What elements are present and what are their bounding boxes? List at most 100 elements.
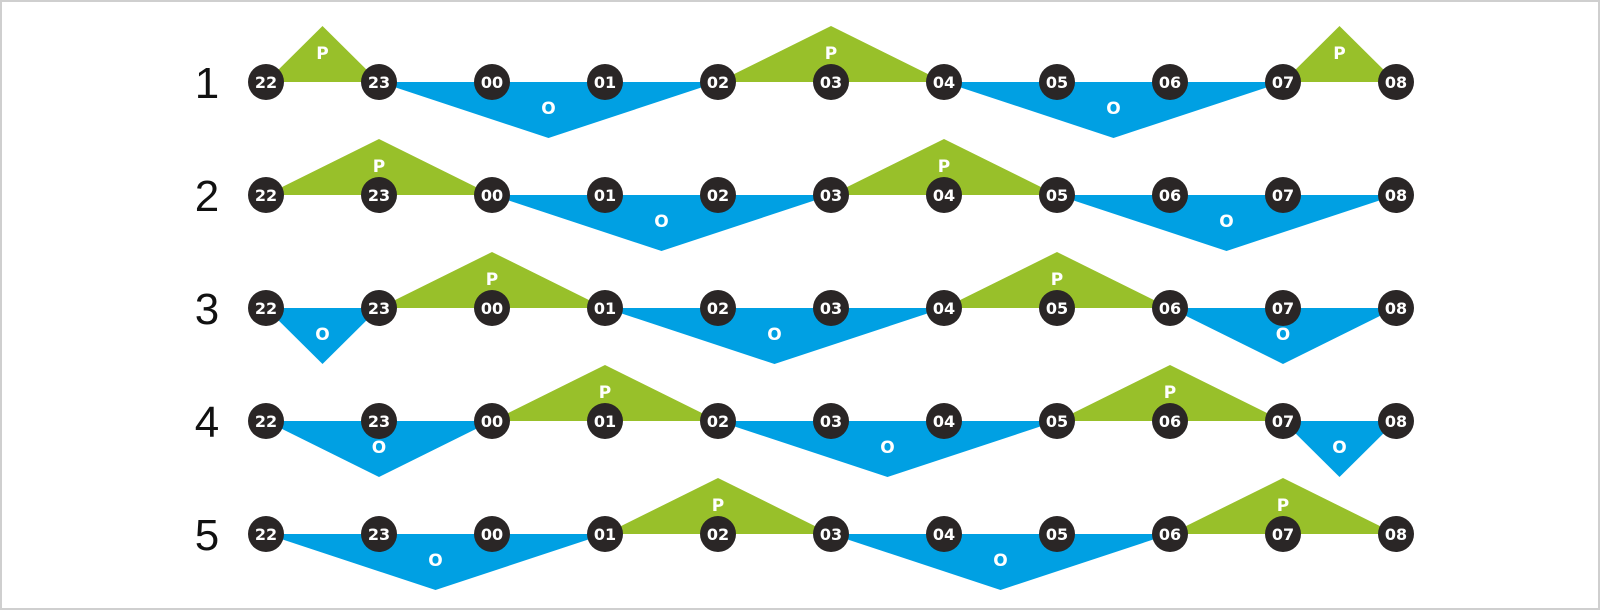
- hour-node-label: 03: [820, 412, 842, 431]
- green-triangle-label: P: [1333, 44, 1345, 64]
- hour-node-circle: [1152, 516, 1188, 552]
- blue-period-triangle: [944, 82, 1283, 138]
- hour-node-label: 01: [594, 525, 616, 544]
- hour-node-label: 03: [820, 525, 842, 544]
- hour-node-circle: [926, 64, 962, 100]
- hour-node: 04: [926, 64, 962, 100]
- green-triangle-label: P: [373, 157, 385, 177]
- hour-node-label: 23: [368, 186, 390, 205]
- hour-node-label: 00: [481, 73, 503, 92]
- row-label: 1: [195, 59, 219, 108]
- hour-node: 08: [1378, 290, 1414, 326]
- hour-node-circle: [248, 64, 284, 100]
- hour-node-circle: [361, 516, 397, 552]
- hour-node: 01: [587, 403, 623, 439]
- hour-node-circle: [587, 64, 623, 100]
- hour-node: 07: [1265, 290, 1301, 326]
- hour-node-circle: [361, 290, 397, 326]
- hour-node: 08: [1378, 177, 1414, 213]
- hour-node-label: 08: [1385, 525, 1407, 544]
- row-label: 3: [195, 285, 219, 334]
- blue-period-triangle: [831, 534, 1170, 590]
- blue-triangle-label: O: [428, 551, 442, 571]
- hour-node-label: 07: [1272, 412, 1294, 431]
- hour-node-label: 22: [255, 299, 277, 318]
- hour-node: 08: [1378, 64, 1414, 100]
- hour-node-label: 07: [1272, 186, 1294, 205]
- green-triangle-label: P: [486, 270, 498, 290]
- green-period-triangle: [1057, 365, 1283, 421]
- hour-node-label: 00: [481, 299, 503, 318]
- hour-node-label: 01: [594, 299, 616, 318]
- hour-node: 00: [474, 403, 510, 439]
- hour-node: 03: [813, 64, 849, 100]
- hour-node-circle: [926, 177, 962, 213]
- hour-node: 22: [248, 516, 284, 552]
- green-period-triangle: [266, 139, 492, 195]
- hour-node-label: 02: [707, 525, 729, 544]
- hour-node-label: 01: [594, 186, 616, 205]
- hour-node-circle: [248, 403, 284, 439]
- blue-period-triangle: [1170, 308, 1396, 364]
- green-triangle-label: P: [825, 44, 837, 64]
- hour-node-circle: [1265, 403, 1301, 439]
- hour-node-circle: [587, 403, 623, 439]
- hour-node: 05: [1039, 516, 1075, 552]
- green-period-triangle: [944, 252, 1170, 308]
- hour-node-circle: [1152, 64, 1188, 100]
- hour-node-circle: [1152, 177, 1188, 213]
- hour-node: 07: [1265, 403, 1301, 439]
- hour-node: 05: [1039, 290, 1075, 326]
- hour-node: 23: [361, 177, 397, 213]
- blue-period-triangle: [1057, 195, 1396, 251]
- hour-node-label: 22: [255, 525, 277, 544]
- hour-node: 00: [474, 177, 510, 213]
- blue-triangle-label: O: [1219, 212, 1233, 232]
- blue-triangle-label: O: [880, 438, 894, 458]
- hour-node-circle: [587, 177, 623, 213]
- hour-node-label: 02: [707, 73, 729, 92]
- hour-node: 06: [1152, 64, 1188, 100]
- hour-node-circle: [1265, 177, 1301, 213]
- hour-node: 07: [1265, 177, 1301, 213]
- hour-node: 08: [1378, 403, 1414, 439]
- hour-node-circle: [1265, 516, 1301, 552]
- hour-node-label: 06: [1159, 525, 1181, 544]
- hour-node: 01: [587, 177, 623, 213]
- hour-node-circle: [361, 177, 397, 213]
- hour-node-label: 04: [933, 525, 955, 544]
- hour-node: 05: [1039, 403, 1075, 439]
- hour-node-label: 23: [368, 525, 390, 544]
- hour-node-circle: [700, 177, 736, 213]
- hour-node: 04: [926, 177, 962, 213]
- green-period-triangle: [379, 252, 605, 308]
- hour-node-label: 05: [1046, 525, 1068, 544]
- hour-node: 23: [361, 290, 397, 326]
- hour-node: 02: [700, 290, 736, 326]
- green-triangle-label: P: [1051, 270, 1063, 290]
- hour-node-circle: [1265, 64, 1301, 100]
- hour-node-label: 08: [1385, 73, 1407, 92]
- hour-node-label: 05: [1046, 186, 1068, 205]
- hour-node-label: 22: [255, 186, 277, 205]
- green-period-triangle: [718, 26, 944, 82]
- blue-triangle-label: O: [372, 438, 386, 458]
- hour-node-label: 02: [707, 186, 729, 205]
- blue-period-triangle: [1283, 421, 1396, 477]
- hour-node-circle: [813, 64, 849, 100]
- hour-node-label: 23: [368, 299, 390, 318]
- blue-triangle-label: O: [1332, 438, 1346, 458]
- hour-node-label: 22: [255, 412, 277, 431]
- hour-node-label: 07: [1272, 73, 1294, 92]
- hour-node-label: 00: [481, 525, 503, 544]
- hour-node-circle: [1039, 64, 1075, 100]
- hour-node: 02: [700, 177, 736, 213]
- hour-node: 00: [474, 516, 510, 552]
- hour-node-label: 03: [820, 73, 842, 92]
- row-label: 2: [195, 172, 219, 221]
- hour-node: 06: [1152, 290, 1188, 326]
- hour-node-circle: [361, 403, 397, 439]
- hour-node-label: 02: [707, 299, 729, 318]
